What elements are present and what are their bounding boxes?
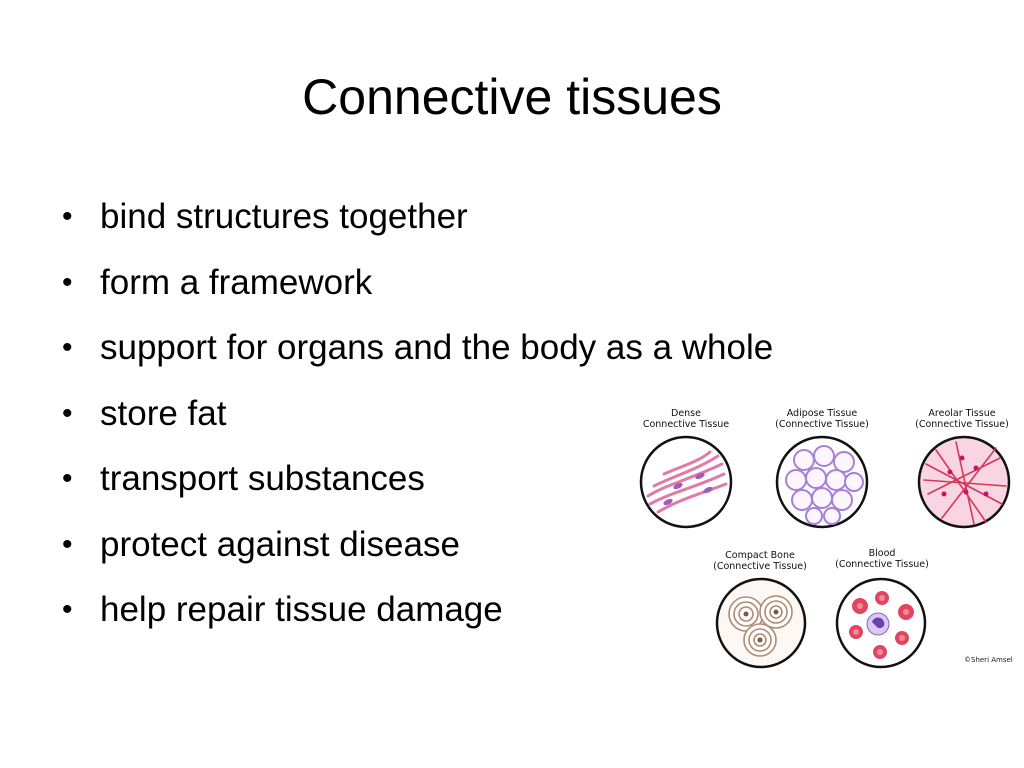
compact-bone-icon (715, 577, 807, 669)
bullet-text: form a framework (100, 262, 373, 302)
blood-icon (835, 577, 927, 669)
caption-dense: Dense Connective Tissue (642, 408, 730, 430)
bullet-item: • support for organs and the body as a wh… (62, 315, 942, 381)
bullet-text: bind structures together (100, 197, 468, 236)
areolar-tissue-icon (917, 435, 1011, 529)
caption-areolar: Areolar Tissue (Connective Tissue) (915, 408, 1009, 430)
slide-title: Connective tissues (302, 69, 722, 125)
bullet-text: help repair tissue damage (100, 590, 503, 629)
bullet-dot-icon: • (62, 527, 73, 561)
bullet-dot-icon: • (62, 593, 73, 626)
caption-blood: Blood (Connective Tissue) (835, 548, 929, 570)
caption-adipose: Adipose Tissue (Connective Tissue) (775, 408, 869, 430)
dense-tissue-icon (639, 435, 733, 529)
bullet-text: transport substances (100, 459, 425, 498)
bullet-list: • bind structures together • form a framew… (62, 184, 942, 643)
bullet-item: • bind structures together (62, 184, 942, 250)
bullet-text: support for organs and the body as a who… (100, 328, 774, 367)
caption-compact-bone: Compact Bone (Connective Tissue) (713, 550, 807, 572)
bullet-item: • help repair tissue damage (62, 577, 942, 643)
bullet-dot-icon: • (62, 265, 73, 299)
bullet-item: • store fat (62, 381, 942, 447)
bullet-item: • transport substances (62, 446, 942, 512)
bullet-dot-icon: • (62, 200, 73, 233)
copyright-text: ©Sheri Amsel (964, 656, 1013, 664)
bullet-dot-icon: • (62, 396, 73, 430)
bullet-item: • protect against disease (62, 512, 942, 578)
bullet-dot-icon: • (62, 462, 73, 495)
bullet-dot-icon: • (62, 331, 73, 364)
bullet-text: protect against disease (100, 524, 460, 564)
adipose-tissue-icon (775, 435, 869, 529)
tissue-illustration: Dense Connective Tissue Adipose Tissue (… (628, 400, 1020, 672)
bullet-text: store fat (100, 393, 227, 433)
bullet-item: • form a framework (62, 250, 942, 316)
